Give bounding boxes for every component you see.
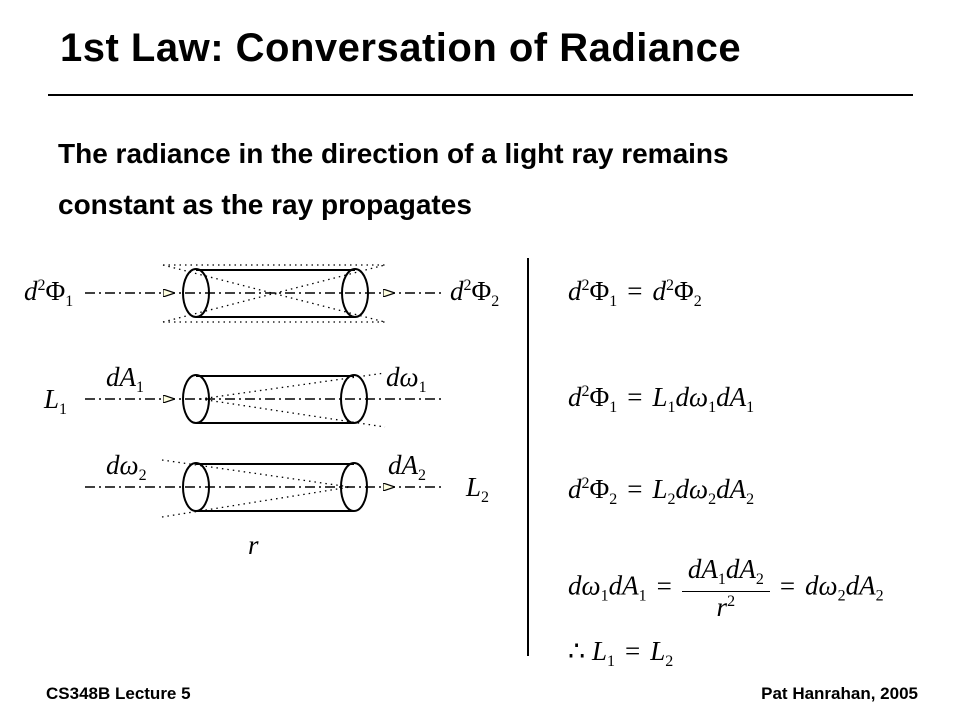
title-rule xyxy=(48,94,913,96)
label-phi1: d2Φ1 xyxy=(24,276,74,310)
equation-5: ∴ L1=L2 xyxy=(568,636,674,670)
slide-title: 1st Law: Conversation of Radiance xyxy=(60,26,742,70)
equation-3: d2Φ2=L2dω2dA2 xyxy=(568,474,755,508)
label-L2: L2 xyxy=(466,472,490,506)
tube-3 xyxy=(85,459,445,518)
label-dA1: dA1 xyxy=(106,362,144,396)
label-domega1: dω1 xyxy=(386,362,427,396)
label-domega2: dω2 xyxy=(106,450,147,484)
footer-author: Pat Hanrahan, 2005 xyxy=(761,684,918,703)
label-dA2: dA2 xyxy=(388,450,426,484)
label-L1: L1 xyxy=(44,384,68,418)
slide-body: The radiance in the direction of a light… xyxy=(58,128,729,230)
label-phi2: d2Φ2 xyxy=(450,276,500,310)
label-r: r xyxy=(248,530,259,560)
vertical-divider xyxy=(527,258,529,656)
tube-1 xyxy=(85,264,445,323)
equation-2: d2Φ1=L1dω1dA1 xyxy=(568,382,755,416)
body-line-2: constant as the ray propagates xyxy=(58,189,472,220)
footer-lecture: CS348B Lecture 5 xyxy=(46,684,191,703)
equation-1: d2Φ1=d2Φ2 xyxy=(568,276,702,310)
tube-2 xyxy=(85,372,445,428)
body-line-1: The radiance in the direction of a light… xyxy=(58,138,729,169)
